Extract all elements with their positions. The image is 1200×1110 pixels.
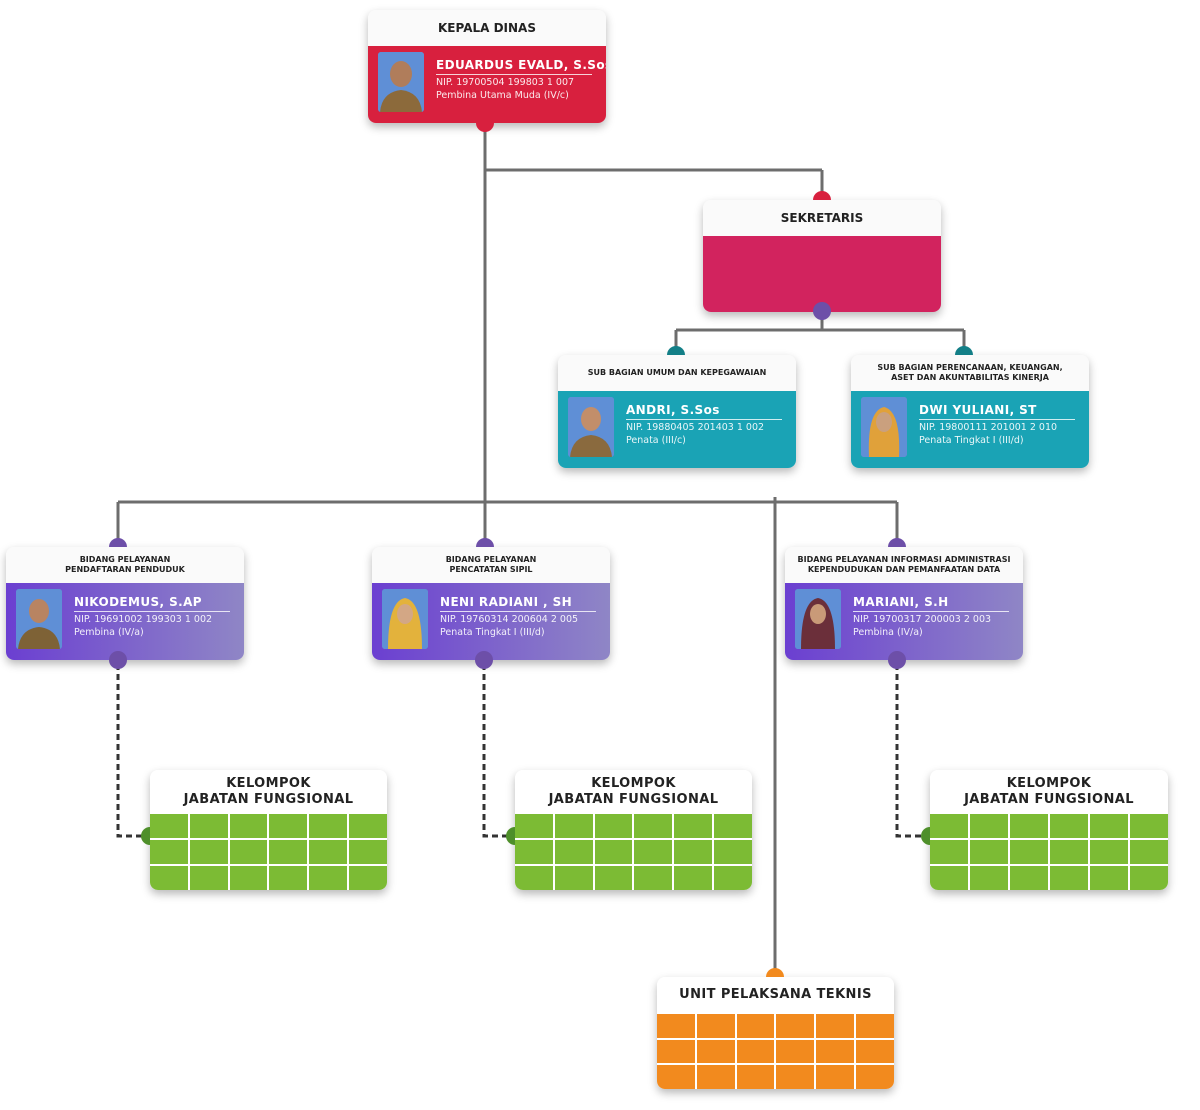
sekretaris-card: SEKRETARIS: [703, 200, 941, 312]
kelompok-3-left-dot: [921, 827, 930, 845]
kepala-name: EDUARDUS EVALD, S.Sos: [436, 58, 606, 75]
mariani-name: MARIANI, S.H: [853, 595, 1009, 612]
dwi-name: DWI YULIANI, ST: [919, 403, 1075, 420]
bidang-2-top-dot: [476, 538, 494, 547]
bidang-2-bottom-dot: [475, 651, 493, 669]
subbagian-umum-top-dot: [667, 346, 685, 355]
bidang-informasi-title: BIDANG PELAYANAN INFORMASI ADMINISTRASI …: [785, 547, 1023, 583]
neni-nip: NIP. 19760314 200604 2 005: [440, 614, 579, 625]
bidang-pendaftaran-title: BIDANG PELAYANAN PENDAFTARAN PENDUDUK: [6, 547, 244, 583]
kepala-nip: NIP. 19700504 199803 1 007: [436, 77, 575, 88]
kelompok-2-left-dot: [506, 827, 515, 845]
andri-photo: [568, 397, 614, 457]
nikodemus-nip: NIP. 19691002 199303 1 002: [74, 614, 213, 625]
bidang-informasi-card: BIDANG PELAYANAN INFORMASI ADMINISTRASI …: [785, 547, 1023, 660]
bidang-3-bottom-dot: [888, 651, 906, 669]
subbagian-umum-card: SUB BAGIAN UMUM DAN KEPEGAWAIAN ANDRI, S…: [558, 355, 796, 468]
dwi-photo: [861, 397, 907, 457]
nikodemus-photo: [16, 589, 62, 649]
sekretaris-bottom-dot: [813, 302, 831, 320]
neni-name: NENI RADIANI , SH: [440, 595, 596, 612]
upt-top-dot: [766, 968, 784, 977]
kepala-dinas-card: KEPALA DINAS EDUARDUS EVALD, S.Sos NIP. …: [368, 10, 606, 123]
bidang-pendaftaran-card: BIDANG PELAYANAN PENDAFTARAN PENDUDUK NI…: [6, 547, 244, 660]
andri-nip: NIP. 19880405 201403 1 002: [626, 422, 765, 433]
upt-title: UNIT PELAKSANA TEKNIS: [657, 977, 894, 1014]
mariani-photo: [795, 589, 841, 649]
andri-rank: Penata (III/c): [626, 435, 686, 446]
kepala-photo: [378, 52, 424, 112]
nikodemus-rank: Pembina (IV/a): [74, 627, 144, 638]
subbagian-umum-title: SUB BAGIAN UMUM DAN KEPEGAWAIAN: [558, 355, 796, 391]
unit-pelaksana-teknis-card: UNIT PELAKSANA TEKNIS: [657, 977, 894, 1089]
kepala-bottom-dot: [476, 114, 494, 132]
dwi-rank: Penata Tingkat I (III/d): [919, 435, 1024, 446]
subbagian-perencanaan-title: SUB BAGIAN PERENCANAAN, KEUANGAN, ASET D…: [851, 355, 1089, 391]
mariani-rank: Pembina (IV/a): [853, 627, 923, 638]
mariani-nip: NIP. 19700317 200003 2 003: [853, 614, 992, 625]
kepala-rank: Pembina Utama Muda (IV/c): [436, 90, 569, 101]
dwi-nip: NIP. 19800111 201001 2 010: [919, 422, 1058, 433]
bidang-1-top-dot: [109, 538, 127, 547]
neni-rank: Penata Tingkat I (III/d): [440, 627, 545, 638]
bidang-3-top-dot: [888, 538, 906, 547]
sekretaris-title: SEKRETARIS: [703, 200, 941, 236]
subbagian-perencanaan-top-dot: [955, 346, 973, 355]
andri-name: ANDRI, S.Sos: [626, 403, 782, 420]
bidang-pencatatan-title: BIDANG PELAYANAN PENCATATAN SIPIL: [372, 547, 610, 583]
neni-photo: [382, 589, 428, 649]
bidang-1-bottom-dot: [109, 651, 127, 669]
nikodemus-name: NIKODEMUS, S.AP: [74, 595, 230, 612]
subbagian-perencanaan-card: SUB BAGIAN PERENCANAAN, KEUANGAN, ASET D…: [851, 355, 1089, 468]
kepala-dinas-title: KEPALA DINAS: [368, 10, 606, 46]
sekretaris-top-dot: [813, 191, 831, 200]
kelompok-1-left-dot: [141, 827, 150, 845]
bidang-pencatatan-card: BIDANG PELAYANAN PENCATATAN SIPIL NENI R…: [372, 547, 610, 660]
